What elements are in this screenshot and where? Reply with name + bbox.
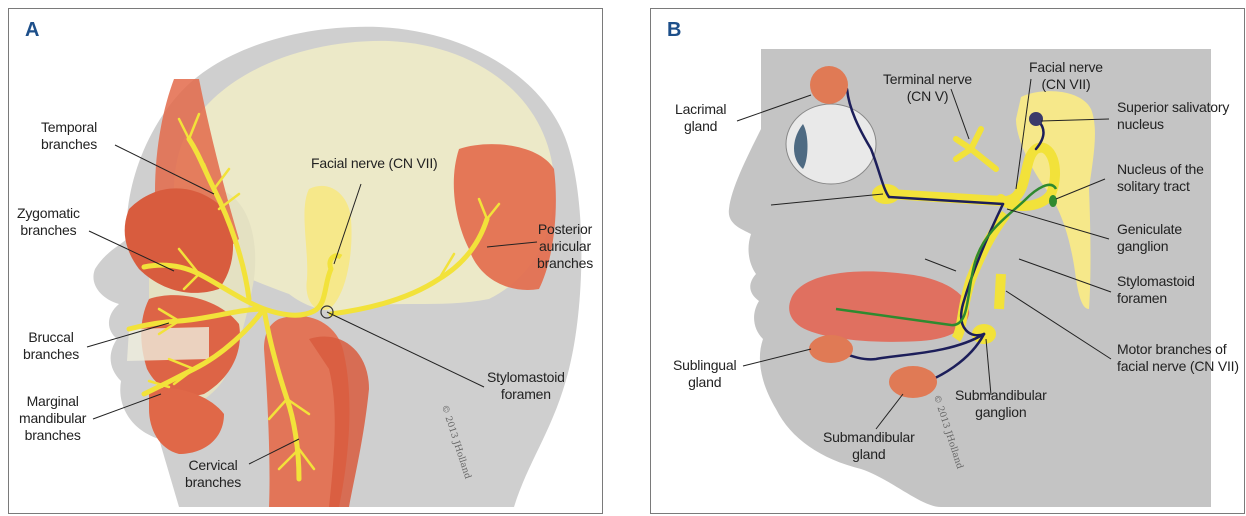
label-submandibular-gland: Submandibular gland xyxy=(823,429,915,463)
panel-letter-a: A xyxy=(25,19,39,42)
label-terminal-nerve: Terminal nerve (CN V) xyxy=(883,71,972,105)
label-buccal-branches: Bruccal branches xyxy=(23,329,79,363)
label-cervical-branches: Cervical branches xyxy=(185,457,241,491)
label-zygomatic-branches: Zygomatic branches xyxy=(17,205,80,239)
label-stylomastoid-foramen: Stylomastoid foramen xyxy=(487,369,565,403)
label-geniculate-ganglion: Geniculate ganglion xyxy=(1117,221,1182,255)
panel-letter-b: B xyxy=(667,19,681,42)
panel-a: A Temporal branches Zygomatic branches B… xyxy=(8,8,603,514)
label-nucleus-solitary-tract: Nucleus of the solitary tract xyxy=(1117,161,1204,195)
label-submandibular-ganglion: Submandibular ganglion xyxy=(955,387,1047,421)
label-superior-salivatory-nucleus: Superior salivatory nucleus xyxy=(1117,99,1229,133)
facial-nerve-branches-illustration xyxy=(9,9,603,514)
panel-b: B Lacrimal gland Terminal nerve (CN V) F… xyxy=(650,8,1245,514)
label-posterior-auricular-branches: Posterior auricular branches xyxy=(537,221,593,272)
label-lacrimal-gland: Lacrimal gland xyxy=(675,101,726,135)
label-marginal-mandibular-branches: Marginal mandibular branches xyxy=(19,393,86,444)
label-stylomastoid-foramen: Stylomastoid foramen xyxy=(1117,273,1195,307)
label-sublingual-gland: Sublingual gland xyxy=(673,357,736,391)
label-facial-nerve: Facial nerve (CN VII) xyxy=(1029,59,1103,93)
label-temporal-branches: Temporal branches xyxy=(41,119,97,153)
label-facial-nerve: Facial nerve (CN VII) xyxy=(311,155,438,172)
label-motor-branches: Motor branches of facial nerve (CN VII) xyxy=(1117,341,1239,375)
